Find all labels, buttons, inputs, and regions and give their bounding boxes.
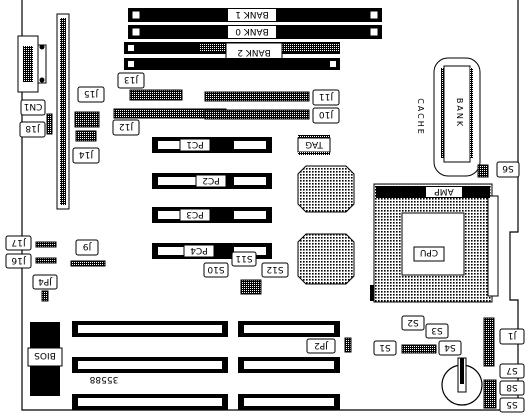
s8-label: S8: [506, 382, 518, 392]
s-jumper-block: [240, 279, 262, 295]
pci-slot-2: PC2: [152, 173, 272, 189]
j15-header: [74, 111, 100, 128]
j15-label-box: [77, 86, 105, 103]
cache-vertical-label: CACHE: [416, 98, 425, 136]
j9-header: [70, 260, 106, 267]
simm-bank-1: BANK 1: [128, 8, 382, 22]
simm-bank-0: BANK 0: [128, 25, 382, 39]
bank1-label: BANK 1: [235, 9, 269, 19]
jp2-label: JP2: [314, 340, 329, 350]
j18-header: [46, 113, 53, 135]
jp2-header: [344, 337, 352, 353]
cn1-label-box: [20, 99, 46, 116]
amp-label: AMP: [434, 186, 454, 196]
simm-bank-2b: [124, 58, 340, 70]
s11-label-box: [231, 251, 257, 267]
j14-label-box: [72, 147, 100, 164]
s-switch-block: [401, 344, 437, 354]
j12-label: J12: [119, 121, 134, 131]
isa-slots-left: [72, 321, 228, 410]
s7-label: S7: [506, 365, 517, 375]
s2-label: S2: [407, 317, 418, 327]
pc1-label: PC1: [186, 139, 203, 149]
pc4-label: PC4: [190, 245, 208, 255]
cache-area: [433, 57, 481, 177]
pci-slot-1: PC1: [152, 137, 272, 153]
s12-label: S12: [266, 264, 283, 274]
jp4-header: [41, 290, 49, 302]
j11-header: [204, 91, 310, 102]
s10-label-box: [203, 262, 229, 278]
chipset-upper: [297, 165, 355, 213]
j18-label-box: [19, 121, 46, 138]
jp4-label: JP4: [38, 276, 53, 286]
tag-chip: TAG: [297, 135, 331, 155]
j17-label: J17: [11, 237, 26, 247]
j18-label: J18: [25, 123, 40, 133]
s8-label-box: [499, 380, 525, 396]
j13-label-box: [117, 72, 145, 89]
s10-label: S10: [207, 264, 224, 274]
bank2-label: BANK 2: [237, 47, 271, 57]
j9-label: J9: [83, 241, 93, 251]
j17-header: [35, 241, 57, 248]
pci-slot-4: PC4: [152, 243, 272, 259]
s12-label-box: [261, 262, 289, 278]
s7-s8-s5-jumpers: [483, 379, 497, 409]
cn1-label: CN1: [24, 101, 43, 111]
s7-label-box: [499, 363, 525, 379]
j15-label: J15: [84, 88, 99, 98]
j16-label-box: [5, 253, 32, 269]
j12-label-box: [112, 119, 140, 136]
s1-label-box: [373, 340, 397, 356]
s1-label: S1: [379, 342, 390, 352]
tag-label: TAG: [305, 139, 324, 149]
jp4-label-box: [32, 274, 58, 290]
j10-label-box: [312, 107, 340, 124]
s11-label: S11: [235, 253, 252, 263]
cn1-connector: [17, 35, 47, 93]
s5-label-box: [499, 397, 525, 413]
j16-label: J16: [11, 255, 26, 265]
s5-label: S5: [506, 399, 517, 409]
s3-label: S3: [431, 325, 442, 335]
s6-label: S6: [502, 163, 514, 173]
j11-label-box: [312, 89, 340, 106]
j17-label-box: [5, 235, 32, 251]
j14-header: [75, 130, 97, 142]
cpu-socket: [370, 183, 499, 303]
s2-label-box: [401, 315, 425, 331]
bank-vertical-label: BANK: [455, 98, 464, 128]
s6-label-box: [496, 161, 520, 178]
s3-label-box: [425, 323, 449, 339]
s4-label: S4: [444, 342, 456, 352]
j13-header: [129, 89, 183, 101]
chipset-lower: [297, 233, 355, 285]
isa-slots-right: [238, 321, 340, 410]
battery: [441, 357, 483, 406]
j1-label: J1: [508, 330, 517, 340]
j10-header: [204, 109, 310, 120]
j13-label: J13: [124, 74, 139, 84]
model-number: 35588: [89, 374, 118, 384]
j11-label: J11: [319, 91, 334, 101]
pc2-label: PC2: [202, 175, 219, 185]
j16-header: [35, 257, 57, 264]
s6-header: [477, 164, 489, 178]
bios-label: BIOS: [34, 350, 56, 360]
pci-slot-3: PC3: [152, 207, 272, 223]
j10-label: J10: [319, 109, 334, 119]
j1-label-box: [499, 328, 525, 345]
s4-label-box: [438, 340, 462, 356]
jp2-label-box: [306, 338, 336, 354]
bank0-label: BANK 0: [235, 26, 269, 36]
j1-header: [483, 317, 495, 367]
j9-label-box: [75, 239, 99, 256]
cpu-label: CPU: [420, 247, 438, 257]
j14-label: J14: [79, 149, 94, 159]
pc3-label: PC3: [186, 209, 203, 219]
bios-chip: [27, 322, 63, 396]
